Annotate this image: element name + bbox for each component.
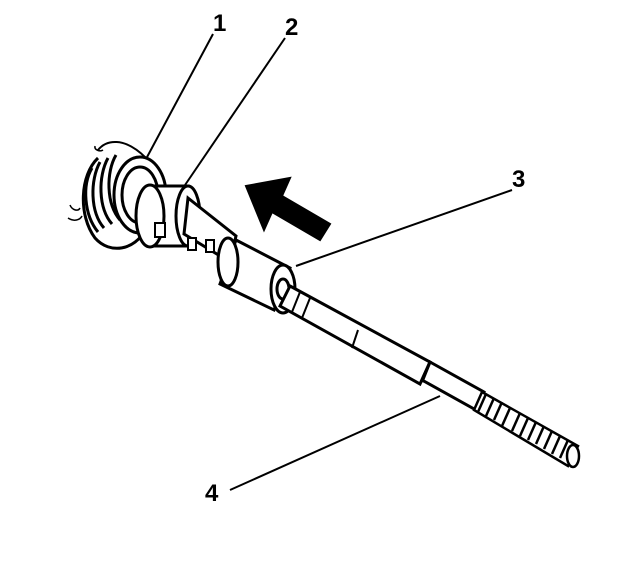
leader-line-3 [295,189,513,267]
rod [420,359,486,413]
arrow-icon [244,176,332,242]
leader-lines [145,33,513,491]
leader-line-1 [145,33,214,160]
leader-line-4 [229,395,441,491]
callout-1: 1 [213,10,227,37]
leader-line-2 [182,37,286,189]
callout-2: 2 [285,14,299,41]
callout-4: 4 [205,480,219,507]
threaded-tip [472,390,581,469]
shaft [278,283,432,387]
callout-3: 3 [512,166,526,193]
